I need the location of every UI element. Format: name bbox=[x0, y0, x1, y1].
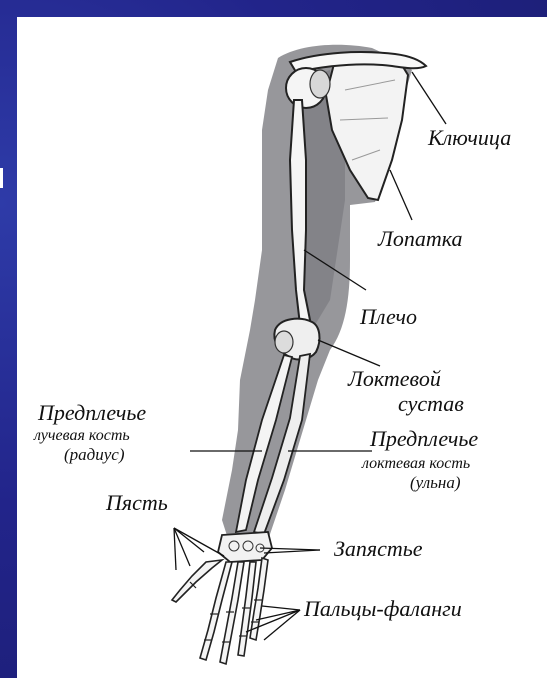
label-clavicle: Ключица bbox=[427, 125, 511, 150]
label-forearm-left-line1: Предплечье bbox=[37, 400, 146, 425]
label-metacarpus: Пясть bbox=[105, 490, 168, 515]
label-elbow-line1: Локтевой bbox=[347, 366, 441, 391]
elbow-condyle bbox=[275, 331, 293, 353]
label-forearm-right-line3: (ульна) bbox=[410, 473, 461, 492]
label-forearm-right-line1: Предплечье bbox=[369, 426, 478, 451]
label-humerus: Плечо bbox=[359, 304, 417, 329]
label-forearm-left-line2: лучевая кость bbox=[33, 427, 130, 444]
label-elbow-line2: сустав bbox=[398, 391, 464, 416]
label-scapula: Лопатка bbox=[377, 226, 463, 251]
label-forearm-right-line2: локтевая кость bbox=[361, 455, 470, 472]
label-fingers: Пальцы-фаланги bbox=[303, 596, 462, 621]
label-forearm-left-line3: (радиус) bbox=[64, 445, 125, 464]
label-wrist: Запястье bbox=[334, 536, 423, 561]
glenoid bbox=[310, 70, 330, 98]
